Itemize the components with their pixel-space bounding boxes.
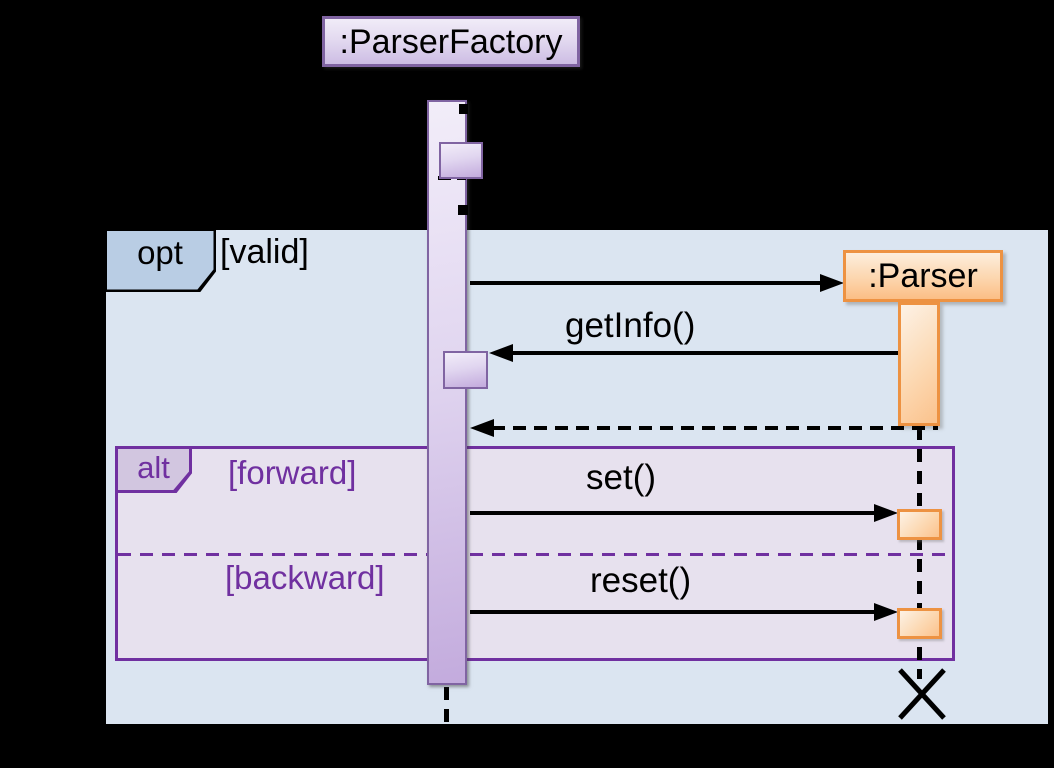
parser-activation-reset — [897, 608, 942, 639]
alt-guard-backward-label: [backward] — [225, 559, 385, 596]
parser-factory-nested-activation-1 — [439, 142, 483, 179]
return-message-arrowhead-icon — [470, 419, 494, 437]
alt-operator-label: alt — [137, 450, 170, 485]
reset-message-label: reset() — [590, 561, 692, 600]
parser-factory-activation — [427, 100, 467, 685]
reset-message-arrowhead-icon — [874, 603, 898, 621]
destroy-x-icon — [898, 668, 946, 720]
opt-fragment-operator-tab: opt — [104, 228, 216, 292]
opt-operator-label: opt — [137, 233, 183, 271]
parser-activation-set — [897, 509, 942, 540]
parser-factory-nested-activation-2 — [443, 351, 488, 389]
parser-factory-lifeline — [444, 687, 449, 723]
getinfo-message-label: getInfo() — [565, 306, 696, 345]
set-message-line — [470, 511, 876, 515]
parser-factory-label: :ParserFactory — [339, 22, 563, 61]
alt-fragment-operator-tab: alt — [115, 446, 192, 493]
getinfo-message-line — [510, 351, 898, 355]
parser-activation — [898, 302, 940, 426]
lifeline-head-parser: :Parser — [843, 250, 1003, 302]
alt-guard-forward-label: [forward] — [228, 454, 357, 491]
create-message-line — [470, 281, 823, 285]
parser-label: :Parser — [868, 257, 978, 295]
reset-message-line — [470, 610, 876, 614]
lifeline-head-parser-factory: :ParserFactory — [322, 16, 580, 67]
getinfo-message-arrowhead-icon — [489, 344, 513, 362]
opt-guard-label: [valid] — [220, 233, 309, 271]
alt-fragment-divider — [118, 553, 952, 556]
hidden-self-message-arrowhead-artifact — [458, 205, 468, 215]
set-message-arrowhead-icon — [874, 504, 898, 522]
set-message-label: set() — [586, 458, 656, 497]
parser-lifeline — [917, 427, 922, 679]
create-message-arrowhead-icon — [820, 274, 844, 292]
hidden-self-message-arrowhead-artifact — [459, 104, 468, 114]
return-message-line — [492, 426, 938, 430]
